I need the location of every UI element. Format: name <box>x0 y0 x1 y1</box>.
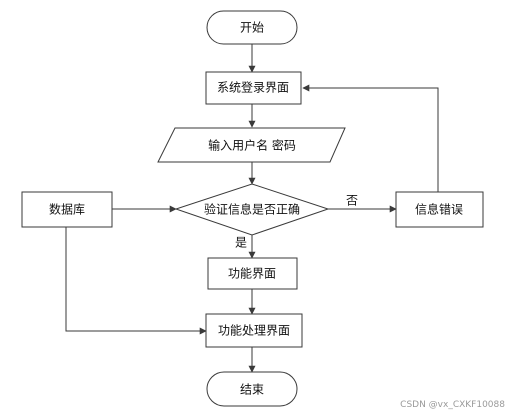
edge-error-to-login <box>302 84 439 192</box>
edge-label-yes: 是 <box>235 236 247 250</box>
node-verify-decision: 验证信息是否正确 <box>174 183 330 236</box>
node-error-label: 信息错误 <box>415 202 463 217</box>
node-function-process-page-label: 功能处理界面 <box>218 324 290 338</box>
node-input: 输入用户名 密码 <box>157 127 346 163</box>
edge-label-no: 否 <box>346 194 358 208</box>
node-error: 信息错误 <box>395 191 484 228</box>
node-database: 数据库 <box>21 191 113 228</box>
edges <box>65 44 439 373</box>
node-function-page-label: 功能界面 <box>228 267 276 281</box>
node-function-page: 功能界面 <box>207 257 298 290</box>
node-login: 系统登录界面 <box>205 71 302 105</box>
node-input-label: 输入用户名 密码 <box>208 138 296 153</box>
node-end: 结束 <box>206 371 298 407</box>
node-start-label: 开始 <box>240 21 264 35</box>
watermark: CSDN @vx_CXKF10088 <box>400 400 505 410</box>
node-database-label: 数据库 <box>49 202 85 217</box>
node-function-process-page: 功能处理界面 <box>205 313 303 348</box>
node-start: 开始 <box>206 10 298 45</box>
node-end-label: 结束 <box>240 383 264 397</box>
node-verify-label: 验证信息是否正确 <box>204 202 300 217</box>
node-login-label: 系统登录界面 <box>217 80 289 95</box>
edge-database-to-process-page <box>65 227 207 335</box>
